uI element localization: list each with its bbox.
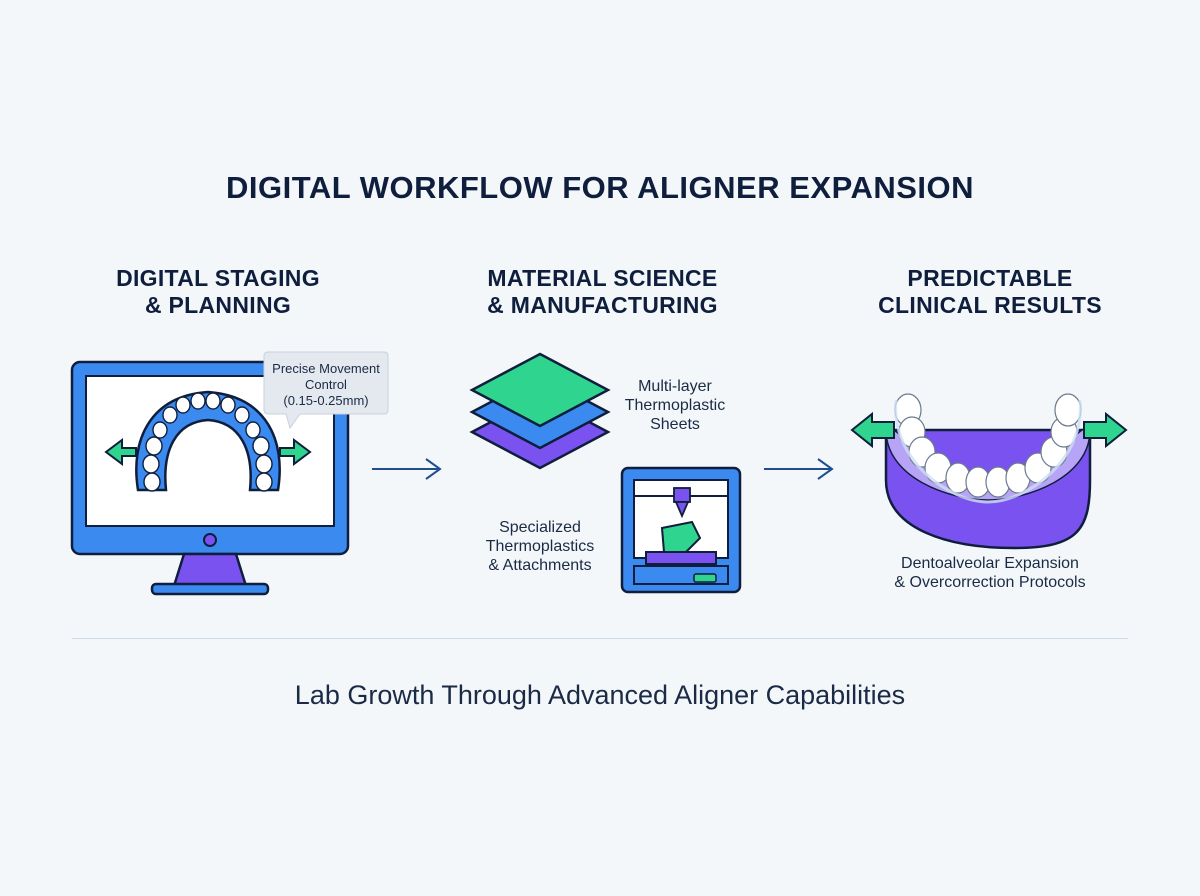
specialized-thermoplastics-label: Specialized Thermoplastics & Attachments (485, 519, 595, 574)
aligner-model-icon (884, 393, 1092, 550)
callout-bubble (263, 351, 389, 430)
expansion-arrow-left-icon-2 (850, 411, 895, 449)
expansion-arrow-right-icon (279, 438, 312, 466)
multilayer-sheets-label: Multi-layer Thermoplastic Sheets (624, 378, 726, 433)
page-title: DIGITAL WORKFLOW FOR ALIGNER EXPANSION (225, 170, 975, 205)
3d-printer-icon (620, 466, 742, 594)
flow-arrow-icon (372, 458, 442, 480)
divider (72, 638, 1128, 639)
flow-arrow-icon-2 (764, 458, 834, 480)
expansion-arrow-left-icon (104, 438, 137, 466)
material-layers-icon (469, 352, 611, 470)
expansion-protocols-label: Dentoalveolar Expansion & Overcorrection… (894, 555, 1086, 591)
column-title-manufacturing: MATERIAL SCIENCE & MANUFACTURING (487, 265, 718, 318)
footer-tagline: Lab Growth Through Advanced Aligner Capa… (294, 680, 906, 710)
column-title-results: PREDICTABLE CLINICAL RESULTS (878, 265, 1102, 318)
expansion-arrow-right-icon-2 (1083, 411, 1128, 449)
precise-movement-label: Precise Movement Control (0.15-0.25mm) (272, 361, 380, 408)
column-title-staging: DIGITAL STAGING & PLANNING (116, 265, 320, 318)
dental-arch-icon (135, 390, 281, 492)
